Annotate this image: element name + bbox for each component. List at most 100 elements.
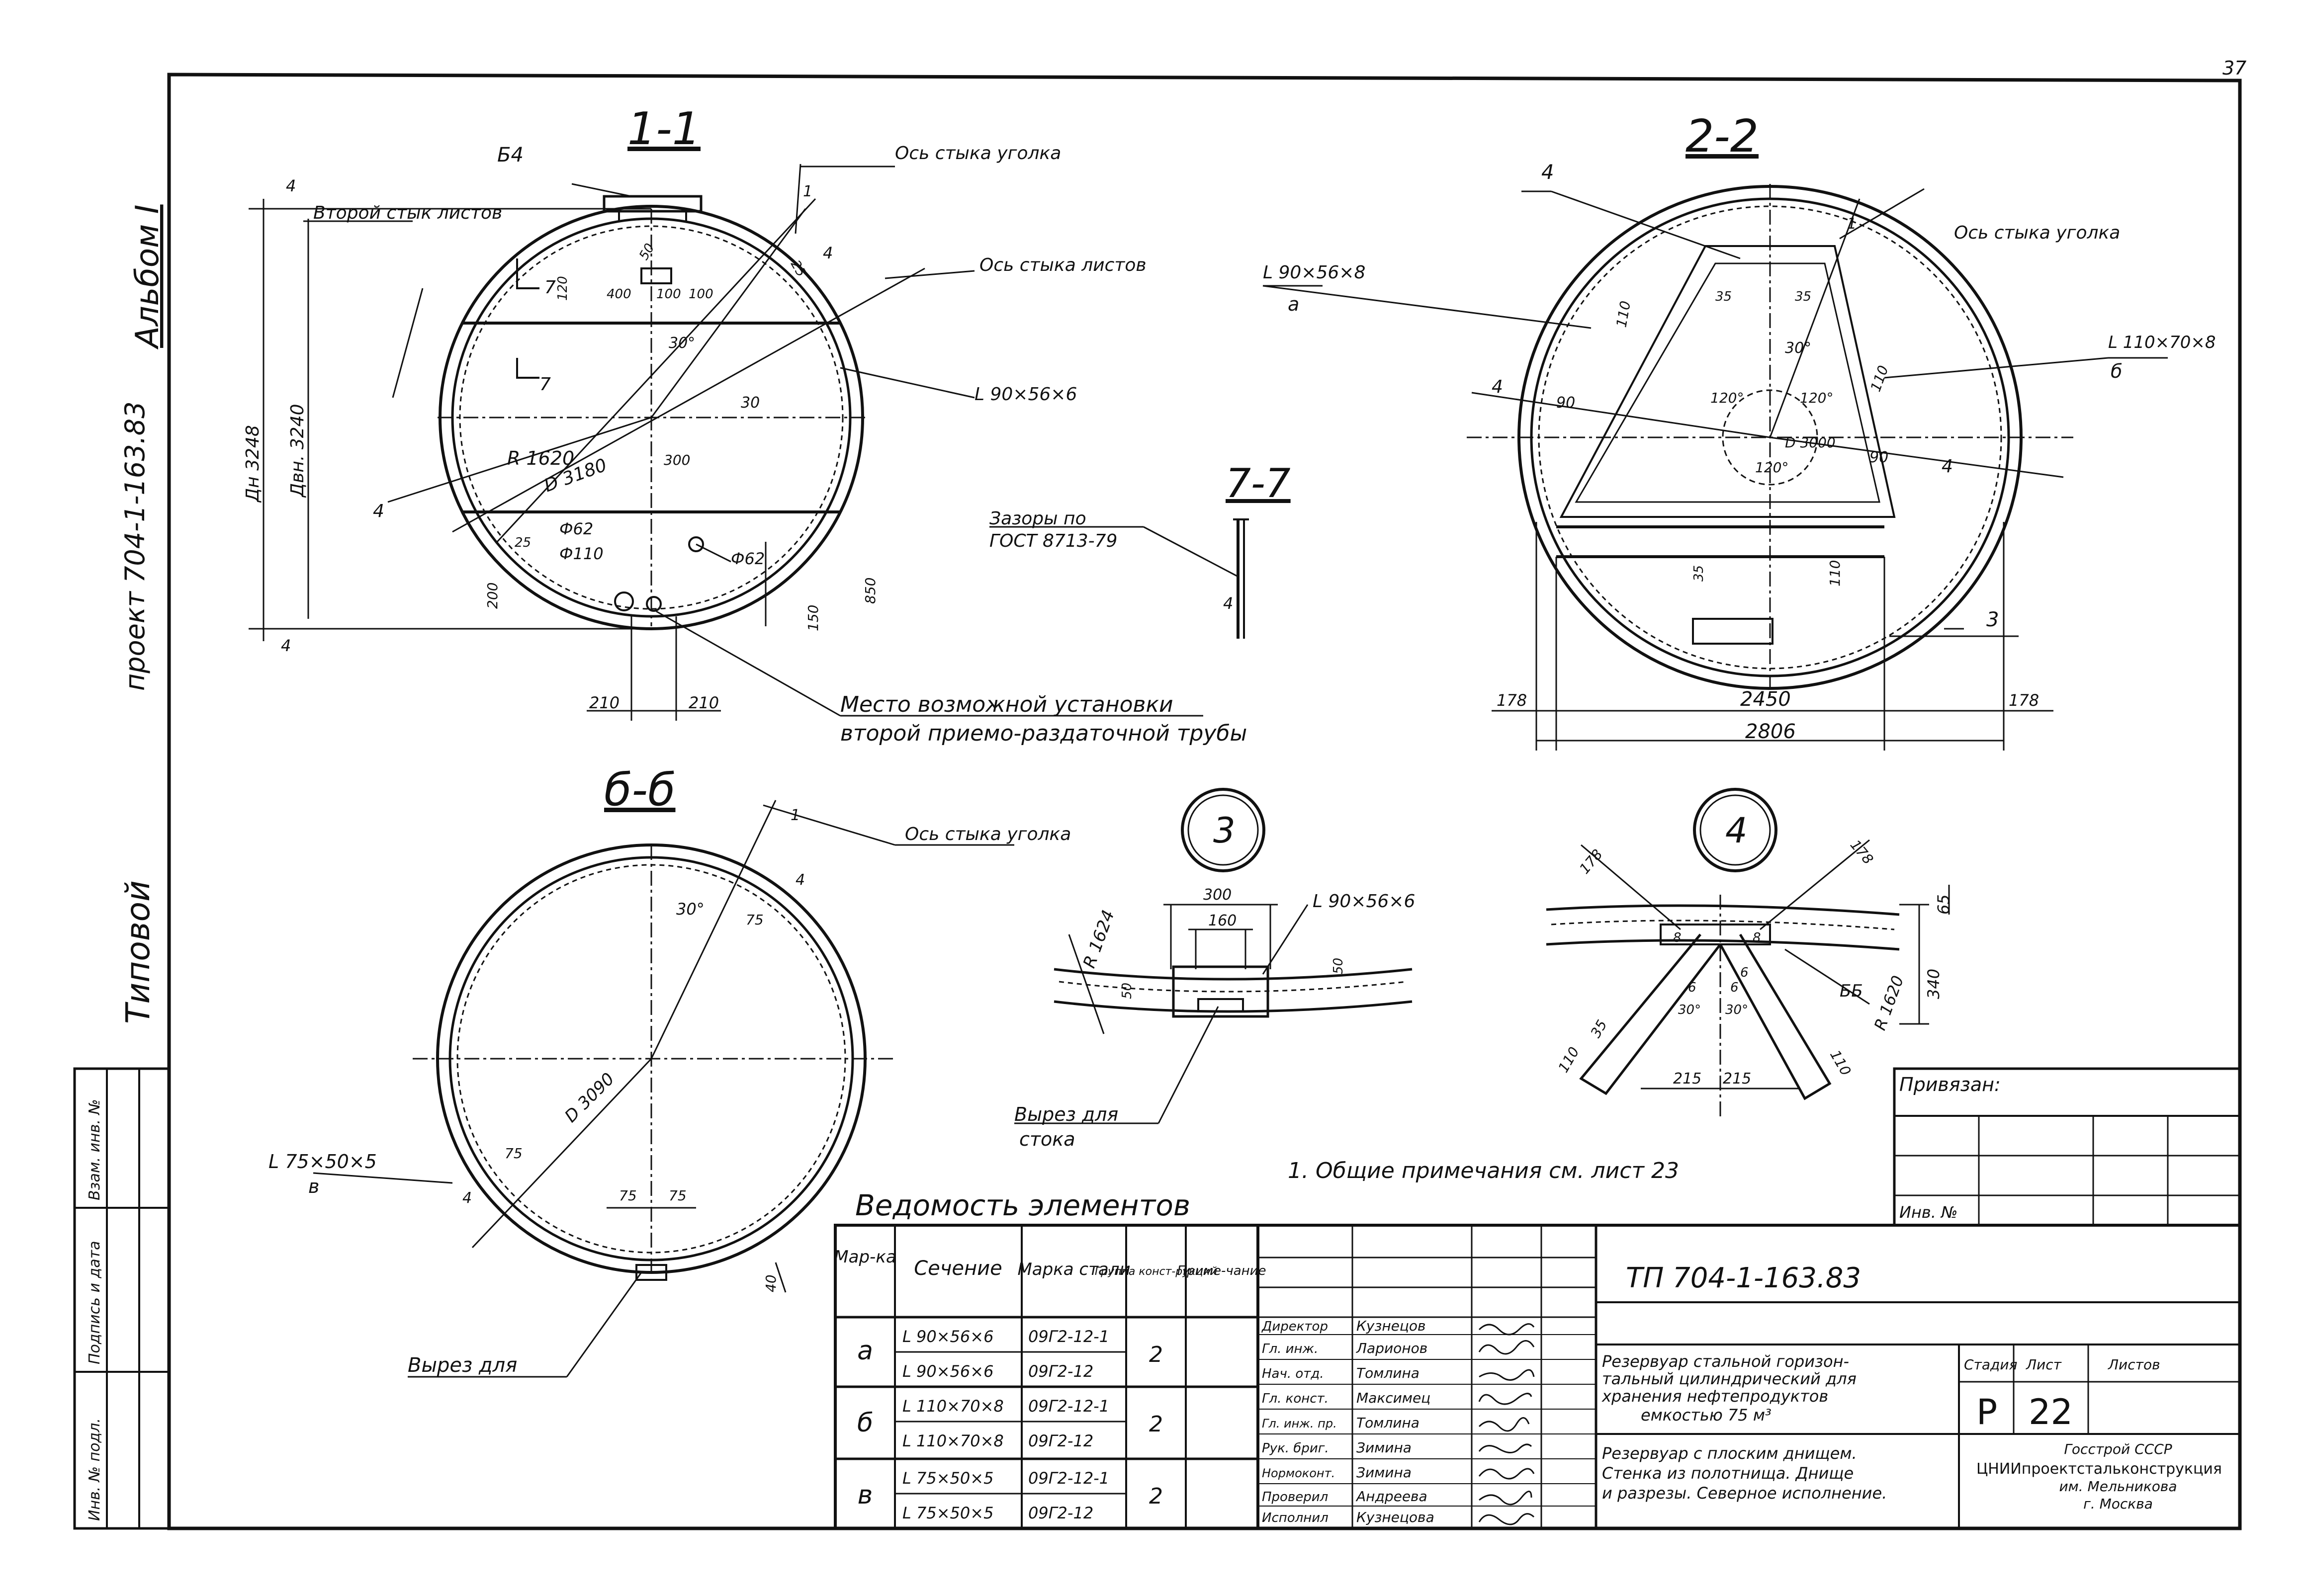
angle-120c: 120° xyxy=(1755,459,1788,476)
section-2-2-drawing xyxy=(1262,184,2168,751)
table-row-2-section-b: L 110×70×8 xyxy=(902,1431,1004,1450)
dim-210b: 210 xyxy=(689,693,719,712)
org-line-2: ЦНИИпроектстальконструкция xyxy=(1976,1460,2222,1478)
table-row-1-mark: а xyxy=(857,1336,873,1366)
label-6-6-n4b: 4 xyxy=(462,1189,472,1207)
sheet-name-line-2: Стенка из полотнища. Днище xyxy=(1602,1464,1854,1483)
dim-node4-110b: 110 xyxy=(1827,1047,1854,1079)
page-number: 37 xyxy=(2222,57,2246,79)
angle-30a: 30° xyxy=(669,335,695,352)
album-label: Альбом I xyxy=(129,204,166,350)
dim-75a: 75 xyxy=(746,912,764,928)
stage-value: Р xyxy=(1976,1392,1997,1432)
sig-role-8: Проверил xyxy=(1262,1490,1328,1505)
section-1-1-title: 1-1 xyxy=(627,103,701,155)
label-bb: ББ xyxy=(1840,981,1863,1001)
angle-6-6-30: 30° xyxy=(676,900,705,919)
label-2-2-n4c: 4 xyxy=(1942,456,1953,477)
dim-75b: 75 xyxy=(505,1145,523,1162)
label-profile-b: L 110×70×8 xyxy=(2108,333,2216,352)
dim-100a: 100 xyxy=(656,287,681,302)
dim-node4-6b: 6 xyxy=(1730,980,1739,995)
label-6-6-n4a: 4 xyxy=(796,871,805,889)
org-line-3: им. Мельникова xyxy=(2059,1478,2177,1495)
elements-table-title: Ведомость элементов xyxy=(855,1188,1190,1222)
sig-role-2: Гл. инж. xyxy=(1262,1342,1318,1356)
project-label: проект 704-1-163.83 xyxy=(119,402,151,691)
table-row-3-section-b: L 75×50×5 xyxy=(902,1504,993,1522)
doc-code: ТП 704-1-163.83 xyxy=(1626,1262,1861,1294)
binding-inv-label: Инв. № xyxy=(1899,1203,1957,1222)
dim-node4-65: 65 xyxy=(1934,894,1953,915)
sheet-name-line-1: Резервуар с плоским днищем. xyxy=(1602,1444,1857,1463)
dim-node4-178a: 178 xyxy=(1576,846,1606,877)
signature-scribbles xyxy=(1478,1323,1535,1525)
dim-node4-6c: 6 xyxy=(1740,965,1749,980)
table-row-2-section-a: L 110×70×8 xyxy=(902,1397,1004,1416)
table-row-3-group: 2 xyxy=(1149,1484,1163,1509)
typical-label: Типовой xyxy=(119,880,157,1024)
dim-node3-160: 160 xyxy=(1208,912,1237,929)
label-axis-angle: Ось стыка уголка xyxy=(895,143,1061,164)
inv-orig-label: Инв. № подл. xyxy=(86,1418,103,1521)
label-node3-profile: L 90×56×6 xyxy=(1313,891,1415,912)
table-row-1-section-b: L 90×56×6 xyxy=(902,1362,993,1381)
dim-850: 850 xyxy=(862,578,879,604)
sig-role-7: Нормоконт. xyxy=(1262,1466,1335,1480)
binding-box-grid xyxy=(1893,1067,2241,1227)
label-cut-2: стока xyxy=(1019,1128,1075,1150)
sheet-name-line-3: и разрезы. Северное исполнение. xyxy=(1602,1484,1887,1503)
dim-node3-50a: 50 xyxy=(1120,983,1135,999)
label-profile-a-mark: а xyxy=(1288,293,1299,315)
dim-178a: 178 xyxy=(1497,691,1527,710)
label-7b: 7 xyxy=(539,374,551,395)
dim-75d: 75 xyxy=(669,1187,687,1204)
dim-node3-300: 300 xyxy=(1203,886,1232,904)
stage-label: Стадия xyxy=(1964,1356,2017,1373)
table-row-2-group: 2 xyxy=(1149,1412,1163,1437)
place-text-2: второй приемо-раздаточной трубы xyxy=(840,721,1247,746)
label-b4: Б4 xyxy=(497,144,524,167)
label-cut-1: Вырез для xyxy=(1014,1103,1118,1125)
label-2-2-axis-angle: Ось стыка уголка xyxy=(1954,223,2120,243)
sig-name-3: Томлина xyxy=(1356,1365,1419,1381)
label-2-2-n4a: 4 xyxy=(1541,161,1554,184)
sig-role-1: Директор xyxy=(1261,1319,1328,1334)
label-second-joint: Второй стык листов xyxy=(313,203,502,223)
label-axis-sheets: Ось стыка листов xyxy=(979,255,1147,275)
general-note: 1. Общие примечания см. лист 23 xyxy=(1288,1158,1679,1183)
dim-node4-340: 340 xyxy=(1924,969,1943,999)
dim-node4-110a: 110 xyxy=(1555,1044,1582,1076)
dim-2-2-35b: 35 xyxy=(1795,289,1811,304)
label-d3000: D 3000 xyxy=(1785,434,1836,451)
label-7-7-n4: 4 xyxy=(1223,594,1233,613)
table-row-1-steel-a: 09Г2-12-1 xyxy=(1028,1327,1109,1346)
label-2-2-n4b: 4 xyxy=(1492,377,1503,397)
sig-name-6: Зимина xyxy=(1356,1439,1412,1456)
table-row-2-mark: б xyxy=(857,1408,873,1438)
label-phi62b: Ф62 xyxy=(731,549,765,568)
dim-210a: 210 xyxy=(589,693,620,712)
sig-role-5: Гл. инж. пр. xyxy=(1262,1417,1337,1430)
sig-name-4: Максимец xyxy=(1356,1390,1430,1406)
section-7-7-drawing xyxy=(989,518,1249,639)
dim-50: 50 xyxy=(636,241,658,263)
label-dn: Дн 3248 xyxy=(243,425,263,503)
object-name-line-3: хранения нефтепродуктов xyxy=(1601,1387,1828,1406)
dim-178b: 178 xyxy=(2009,691,2039,710)
dim-2-2-110c: 110 xyxy=(1827,560,1843,587)
label-dvn: Двн. 3240 xyxy=(287,404,308,498)
dim-400: 400 xyxy=(607,287,631,302)
replace-inv-label: Взам. инв. № xyxy=(86,1099,103,1200)
sign-date-label: Подпись и дата xyxy=(86,1241,103,1365)
table-header-section: Сечение xyxy=(914,1257,1002,1280)
section-6-6-drawing xyxy=(313,800,1014,1378)
label-phi110: Ф110 xyxy=(559,544,604,563)
dim-node3-50b: 50 xyxy=(1331,958,1346,974)
elements-table-grid xyxy=(834,1224,1259,1530)
object-name-line-2: тальный цилиндрический для xyxy=(1602,1369,1857,1388)
label-profile-c-mark: в xyxy=(308,1176,319,1197)
node-3-title: 3 xyxy=(1213,810,1236,851)
label-7a: 7 xyxy=(544,277,556,298)
org-line-1: Госстрой СССР xyxy=(2064,1441,2172,1457)
